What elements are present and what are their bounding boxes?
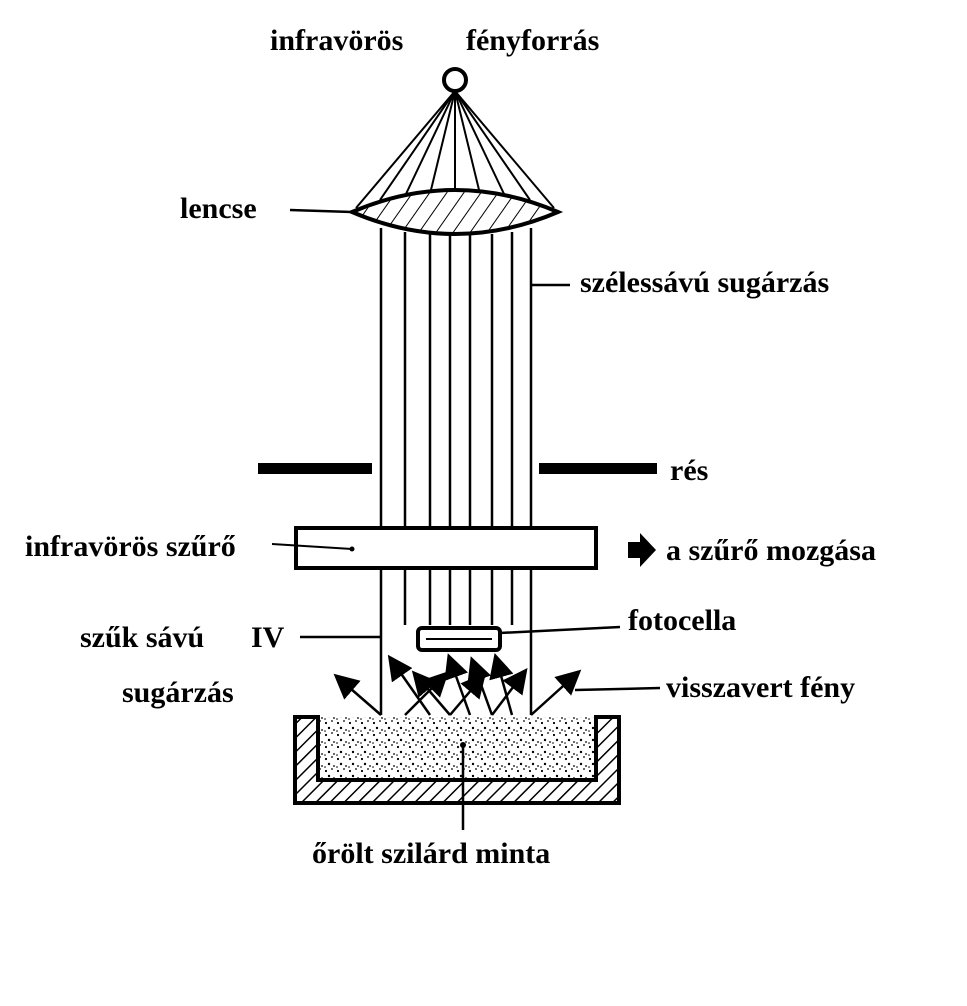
light-source-bulb bbox=[442, 67, 468, 93]
label-source-part1: infravörös bbox=[270, 24, 403, 57]
label-narrowband-ir: IV bbox=[251, 621, 285, 654]
lens-body bbox=[346, 188, 564, 236]
sample-container bbox=[293, 715, 621, 830]
lens-leader bbox=[289, 208, 353, 214]
label-sample: őrölt szilárd minta bbox=[312, 837, 550, 870]
broadband-rays bbox=[379, 228, 533, 715]
label-slit: rés bbox=[670, 454, 708, 487]
label-broadband: szélessávú sugárzás bbox=[580, 266, 829, 299]
photocell bbox=[416, 625, 621, 652]
narrowband-rays bbox=[403, 568, 514, 625]
label-lens: lencse bbox=[180, 192, 257, 225]
slit bbox=[258, 463, 657, 474]
light-source bbox=[355, 67, 555, 209]
label-narrowband-part1: szűk sávú bbox=[80, 621, 204, 654]
slit-right-plate bbox=[539, 463, 657, 474]
label-photocell: fotocella bbox=[628, 604, 736, 637]
label-ir-filter: infravörös szűrő bbox=[25, 530, 236, 563]
source-cone-rays bbox=[355, 90, 555, 209]
label-source-part2: fényforrás bbox=[466, 24, 599, 57]
ir-filter-leader-dot bbox=[349, 546, 355, 552]
label-narrowband-part2: sugárzás bbox=[122, 676, 234, 709]
photocell-leader bbox=[499, 625, 621, 635]
label-filter-motion: a szűrő mozgása bbox=[666, 534, 876, 567]
ir-filter-leader bbox=[271, 543, 353, 550]
sample-dish bbox=[293, 715, 621, 805]
sample-powder bbox=[318, 717, 596, 780]
sample-leader-dot bbox=[460, 742, 466, 748]
filter-motion-arrow-icon bbox=[628, 533, 656, 567]
label-reflected: visszavert fény bbox=[666, 671, 855, 704]
lens bbox=[289, 188, 564, 236]
ir-filter bbox=[271, 526, 656, 570]
reflected-light bbox=[333, 652, 582, 716]
reflected-leader bbox=[574, 686, 661, 692]
slit-left-plate bbox=[258, 463, 372, 474]
